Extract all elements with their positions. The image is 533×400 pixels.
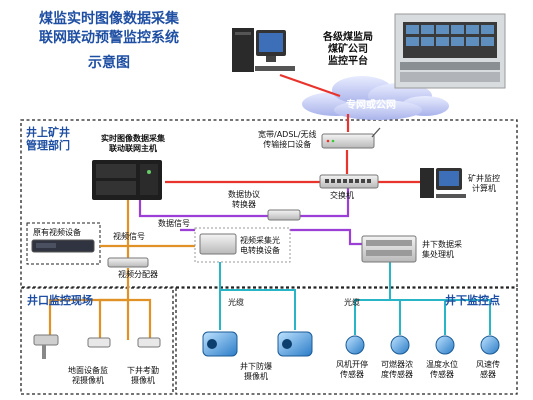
- sensor4-line1: 风速传: [476, 360, 500, 369]
- pithead-region-border: [20, 287, 174, 395]
- explosion-camera-line1: 井下防爆: [240, 362, 272, 371]
- interface-line2: 传输接口设备: [263, 140, 312, 149]
- sensor-label-2: 可燃器浓 度传感器: [381, 360, 413, 380]
- interface-device-label: 宽带/ADSL/无线 传输接口设备: [258, 130, 317, 150]
- interface-line1: 宽带/ADSL/无线: [258, 130, 317, 139]
- video-optical-converter: [194, 227, 291, 263]
- main-host-line2: 联动联网主机: [109, 144, 157, 153]
- title-line3: 示意图: [88, 55, 130, 71]
- pithead-region-label: 井口监控现场: [27, 294, 93, 307]
- video-optical-label: 视频采集光 电转换设备: [240, 236, 280, 256]
- regulator-line1: 各级煤监局: [323, 32, 373, 43]
- explosion-camera-line2: 摄像机: [244, 372, 268, 381]
- surface-region-border: [20, 119, 518, 288]
- mine-computer-label: 矿井监控 计算机: [468, 174, 500, 194]
- attendance-camera-line1: 下井考勤: [127, 366, 159, 375]
- diagram-title: 煤监实时图像数据采集 联网联动预警监控系统 示意图: [14, 10, 204, 73]
- fiber-label-2: 光缆: [344, 298, 360, 307]
- surface-line1: 井上矿井: [26, 126, 70, 139]
- processor-line1: 井下数据采: [422, 240, 462, 249]
- fiber-label-1: 光缆: [228, 298, 244, 307]
- protocol-line2: 转换器: [232, 200, 256, 209]
- surface-camera-line2: 视摄像机: [72, 376, 104, 385]
- network-lines: [165, 73, 420, 184]
- sensor2-line1: 可燃器浓: [381, 360, 413, 369]
- sensor3-line1: 温度水位: [426, 360, 458, 369]
- regulator-line3: 监控平台: [328, 56, 368, 67]
- video-optical-line1: 视频采集光: [240, 236, 280, 245]
- pithead-camera-2: [87, 337, 111, 348]
- explosion-camera-2: [277, 331, 313, 357]
- title-line2: 联网联动预警监控系统: [39, 30, 179, 46]
- sensor-label-4: 风速传 感器: [476, 360, 500, 380]
- main-host: [92, 160, 162, 200]
- original-video-label: 原有视频设备: [33, 228, 81, 237]
- main-host-label: 实时图像数据采集 联动联网主机: [101, 134, 165, 154]
- underground-processor-label: 井下数据采 集处理机: [422, 240, 462, 260]
- protocol-line1: 数据协议: [228, 190, 260, 199]
- sensor-label-1: 风机开停 传感器: [336, 360, 368, 380]
- cloud-label: 专网或公网: [346, 100, 396, 111]
- attendance-camera-label: 下井考勤 摄像机: [127, 366, 159, 386]
- fiber-lines: [219, 262, 491, 335]
- sensor4-line2: 感器: [480, 370, 496, 379]
- control-room-image: [394, 13, 506, 89]
- sensor-2: [390, 335, 410, 355]
- title-line1: 煤监实时图像数据采集: [39, 11, 179, 27]
- mine-computer-line2: 计算机: [472, 184, 496, 193]
- sensor-3: [435, 335, 455, 355]
- video-optical-line2: 电转换设备: [240, 246, 280, 255]
- original-video-device: [31, 239, 95, 253]
- surface-camera-label: 地面设备监 视摄像机: [68, 366, 108, 386]
- network-switch: [319, 174, 379, 189]
- main-host-line1: 实时图像数据采集: [101, 134, 165, 143]
- network-cloud: [302, 76, 449, 120]
- mine-computer-line1: 矿井监控: [468, 174, 500, 183]
- sensor-1: [345, 335, 365, 355]
- surface-region-label: 井上矿井 管理部门: [26, 126, 70, 152]
- interface-device: [321, 127, 381, 149]
- video-distributor-label: 视频分配器: [118, 270, 158, 279]
- sensor3-line2: 传感器: [430, 370, 454, 379]
- sensor1-line1: 风机开停: [336, 360, 368, 369]
- pithead-camera-1: [33, 334, 59, 359]
- original-video-border: [26, 222, 101, 265]
- regulator-line2: 煤矿公司: [328, 44, 368, 55]
- sensor2-line2: 度传感器: [381, 370, 413, 379]
- mine-computer: [420, 168, 466, 198]
- protocol-converter-label: 数据协议 转换器: [228, 190, 260, 210]
- video-distributor: [107, 257, 149, 268]
- processor-line2: 集处理机: [422, 250, 454, 259]
- attendance-camera-line2: 摄像机: [131, 376, 155, 385]
- surface-camera-line1: 地面设备监: [68, 366, 108, 375]
- switch-label: 交换机: [330, 191, 354, 200]
- underground-region-border: [175, 287, 518, 395]
- regulator-label: 各级煤监局 煤矿公司 监控平台: [312, 32, 384, 68]
- sensor1-line2: 传感器: [340, 370, 364, 379]
- data-signal-label: 数据信号: [158, 219, 190, 228]
- surface-line2: 管理部门: [26, 139, 70, 152]
- underground-region-label: 井下监控点: [445, 294, 500, 307]
- explosion-camera-1: [202, 331, 238, 357]
- pithead-camera-3: [137, 337, 161, 348]
- sensor-label-3: 温度水位 传感器: [426, 360, 458, 380]
- underground-processor: [361, 235, 417, 263]
- explosion-camera-label: 井下防爆 摄像机: [240, 362, 272, 382]
- regulator-pc: [232, 28, 295, 72]
- video-signal-label: 视频信号: [113, 232, 145, 241]
- protocol-converter: [267, 209, 301, 221]
- sensor-4: [480, 335, 500, 355]
